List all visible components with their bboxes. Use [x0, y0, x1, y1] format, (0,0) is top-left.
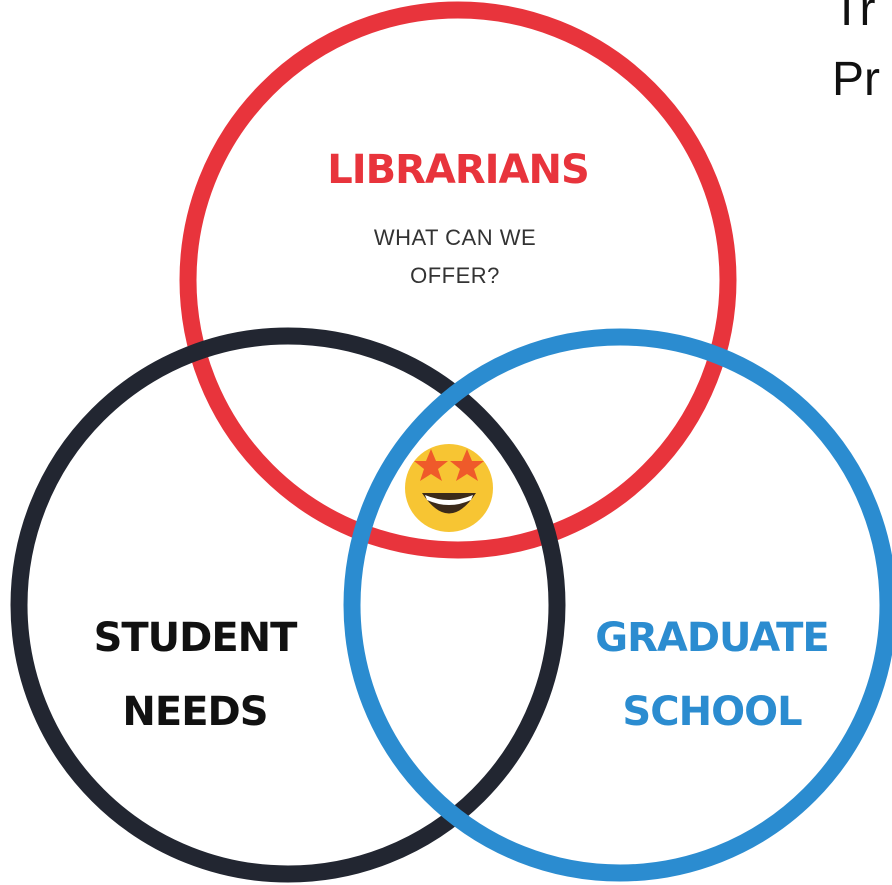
slide-title-line-1: Tr	[832, 0, 876, 36]
slide-title-line-2: Pr	[832, 53, 880, 106]
librarians-subtext-line-1: WHAT CAN WE	[373, 225, 537, 250]
librarians-subtext-line-2: OFFER?	[410, 263, 500, 288]
graduate-school-line-2: SCHOOL	[622, 689, 802, 735]
librarians-heading: LIBRARIANS	[327, 147, 590, 193]
graduate-school-line-1: GRADUATE	[595, 615, 830, 661]
graduate-school-circle	[343, 328, 892, 882]
student-needs-line-1: STUDENT	[93, 615, 298, 661]
student-needs-line-2: NEEDS	[122, 689, 268, 735]
librarians-circle	[179, 1, 737, 559]
star-struck-emoji-icon	[405, 444, 493, 532]
student-needs-circle	[10, 327, 566, 883]
